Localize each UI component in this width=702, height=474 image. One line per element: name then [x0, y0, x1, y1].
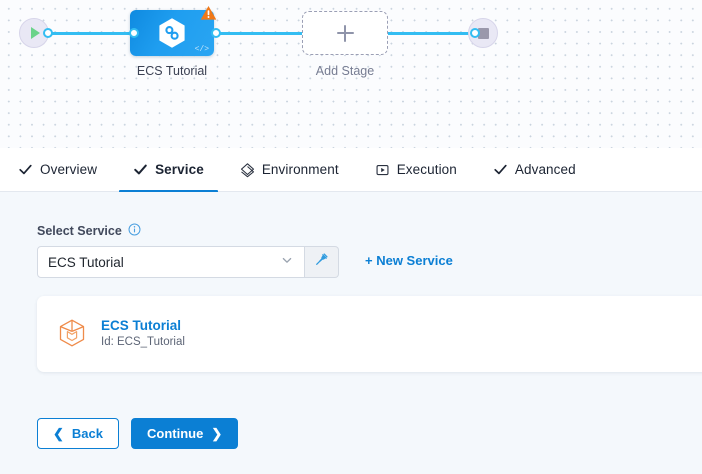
- chevron-right-icon: ❯: [211, 426, 223, 441]
- wizard-footer-buttons: ❮ Back Continue ❯: [37, 418, 239, 449]
- service-card-text: ECS Tutorial Id: ECS_Tutorial: [101, 317, 185, 351]
- pipeline-canvas[interactable]: </> ECS Tutorial Add Stage: [0, 0, 702, 148]
- check-icon: [18, 162, 33, 177]
- stop-icon: [477, 27, 489, 39]
- tab-overview-label: Overview: [40, 162, 98, 177]
- harness-hexagon-icon: [158, 18, 186, 49]
- back-button[interactable]: ❮ Back: [37, 418, 119, 449]
- back-button-label: Back: [71, 426, 103, 441]
- service-card[interactable]: ECS Tutorial Id: ECS_Tutorial: [37, 296, 702, 372]
- pin-service-button[interactable]: [305, 246, 339, 278]
- check-icon: [493, 162, 508, 177]
- info-icon[interactable]: [128, 223, 141, 239]
- select-service-row: ECS Tutorial: [37, 246, 339, 278]
- tab-environment[interactable]: Environment: [222, 148, 357, 192]
- plus-icon: [336, 24, 354, 42]
- service-select-value: ECS Tutorial: [48, 254, 124, 270]
- add-stage-label: Add Stage: [315, 64, 375, 78]
- layers-diamond-icon: [240, 162, 255, 177]
- tab-execution[interactable]: Execution: [357, 148, 475, 192]
- warning-triangle-icon: [200, 5, 217, 21]
- tab-advanced-label: Advanced: [514, 162, 576, 177]
- chevron-down-icon: [280, 253, 294, 272]
- service-select-dropdown[interactable]: ECS Tutorial: [37, 246, 305, 278]
- code-badge-icon: </>: [194, 45, 209, 54]
- play-icon: [31, 27, 40, 39]
- cube-icon: [57, 318, 87, 350]
- port-end-input[interactable]: [470, 28, 480, 38]
- connector-line-start-to-stage: [44, 32, 134, 35]
- continue-button-label: Continue: [146, 426, 204, 441]
- tab-advanced[interactable]: Advanced: [475, 148, 594, 192]
- stage-node-ecs-tutorial[interactable]: </>: [130, 6, 217, 56]
- tab-service[interactable]: Service: [115, 148, 222, 193]
- connector-line-add-to-end: [388, 32, 474, 35]
- connector-line-stage-to-add: [216, 32, 302, 35]
- add-stage-button[interactable]: [302, 11, 388, 55]
- continue-button[interactable]: Continue ❯: [130, 418, 239, 449]
- select-service-label-row: Select Service: [37, 223, 141, 239]
- stage-config-tabs: Overview Service Environment: [0, 148, 702, 193]
- port-start-output[interactable]: [43, 28, 53, 38]
- play-box-icon: [375, 162, 390, 177]
- tab-service-label: Service: [155, 162, 204, 177]
- port-stage-input[interactable]: [129, 28, 139, 38]
- service-card-id: Id: ECS_Tutorial: [101, 336, 185, 349]
- tab-execution-label: Execution: [396, 162, 457, 177]
- check-icon: [133, 162, 148, 177]
- service-card-title[interactable]: ECS Tutorial: [101, 318, 182, 334]
- pin-icon: [314, 252, 329, 272]
- tab-overview[interactable]: Overview: [0, 148, 115, 192]
- port-stage-output[interactable]: [211, 28, 221, 38]
- chevron-left-icon: ❮: [53, 426, 64, 441]
- stage-node-label: ECS Tutorial: [136, 64, 208, 78]
- tab-environment-label: Environment: [261, 162, 339, 177]
- select-service-label: Select Service: [37, 224, 122, 238]
- new-service-link[interactable]: + New Service: [365, 253, 453, 268]
